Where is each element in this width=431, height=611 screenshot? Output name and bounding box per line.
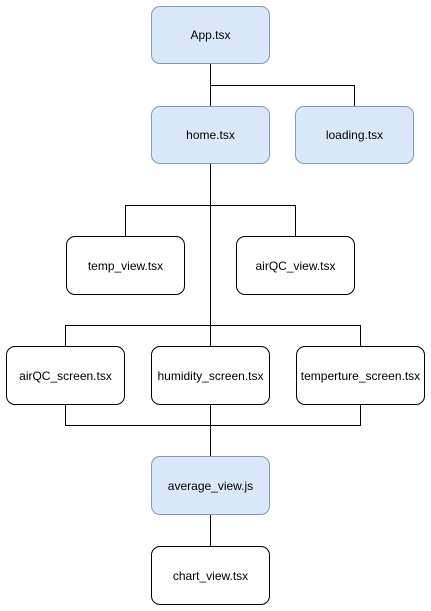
node-loading-tsx[interactable]: loading.tsx — [295, 106, 414, 164]
node-label: chart_view.tsx — [172, 568, 249, 583]
node-label: loading.tsx — [325, 128, 384, 142]
node-chart-view-tsx[interactable]: chart_view.tsx — [151, 546, 270, 605]
node-average-view-js[interactable]: average_view.js — [151, 456, 270, 515]
node-home-tsx[interactable]: home.tsx — [151, 106, 270, 164]
node-label: average_view.js — [167, 478, 254, 493]
connector-screens-merge — [65, 405, 361, 426]
connector-home-to-views — [125, 205, 296, 236]
node-app-tsx[interactable]: App.tsx — [151, 6, 270, 64]
node-temperture-screen-tsx[interactable]: temperture_screen.tsx — [296, 346, 425, 405]
node-label: temperture_screen.tsx — [300, 368, 421, 383]
node-airqc-screen-tsx[interactable]: airQC_screen.tsx — [6, 346, 125, 405]
connector-home-to-screens — [65, 325, 361, 346]
connector-app-to-loading — [210, 85, 355, 106]
node-temp-view-tsx[interactable]: temp_view.tsx — [66, 236, 185, 295]
node-humidity-screen-tsx[interactable]: humidity_screen.tsx — [151, 346, 270, 405]
node-label: temp_view.tsx — [87, 258, 164, 273]
node-label: airQC_view.tsx — [255, 258, 336, 273]
node-label: home.tsx — [186, 128, 235, 142]
node-label: humidity_screen.tsx — [157, 368, 264, 383]
node-airqc-view-tsx[interactable]: airQC_view.tsx — [236, 236, 355, 295]
node-label: App.tsx — [190, 28, 231, 42]
node-label: airQC_screen.tsx — [19, 368, 112, 383]
